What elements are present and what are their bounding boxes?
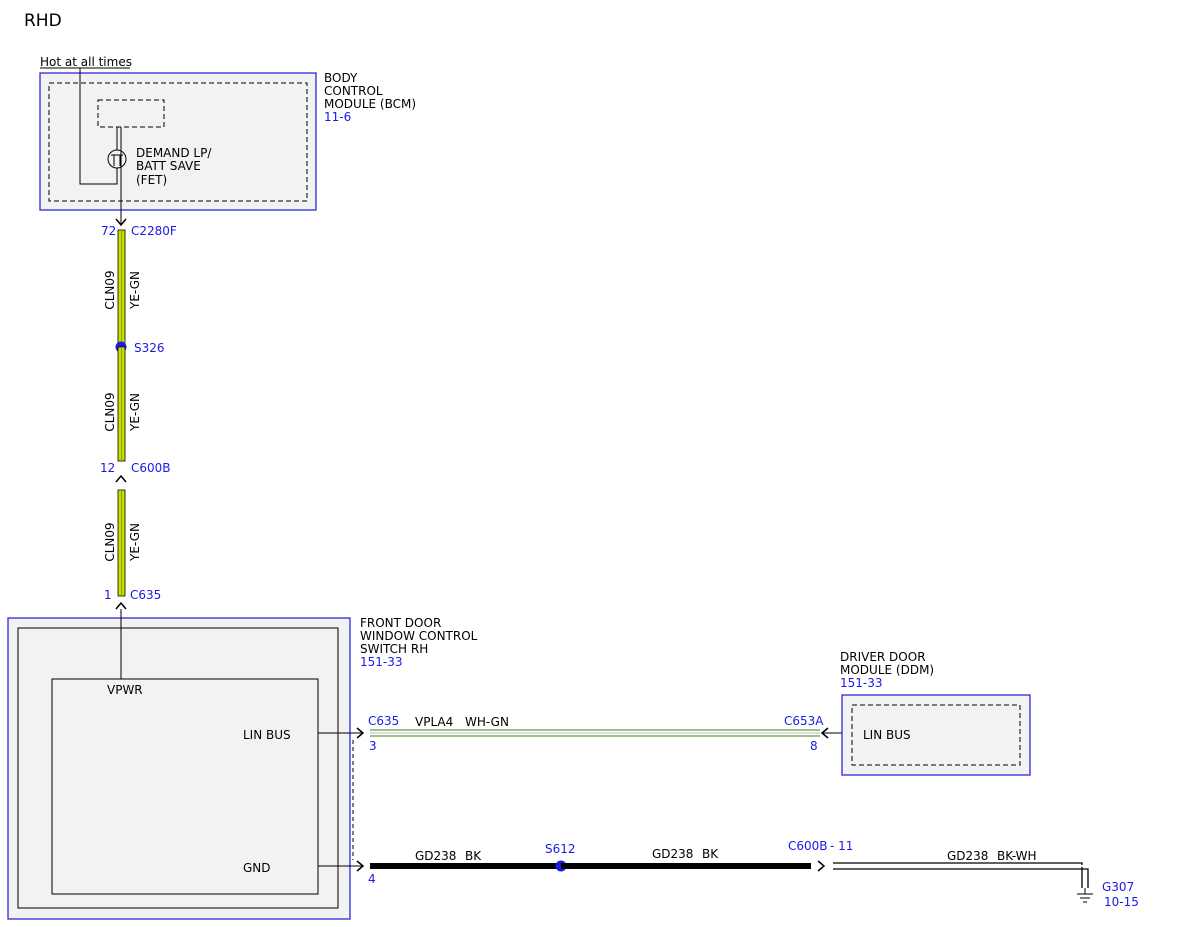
wire-cln09-seg2[interactable]: CLN09 YE-GN xyxy=(103,346,142,462)
c635-lin-pin: 3 xyxy=(369,739,377,753)
c2280f-name: C2280F xyxy=(131,224,177,238)
seg1-circuit: CLN09 xyxy=(103,270,117,309)
switch-inner-box xyxy=(17,627,339,909)
switch-name-3: SWITCH RH xyxy=(360,642,428,656)
switch-name-1: FRONT DOOR xyxy=(360,616,441,630)
bcm-outer-box xyxy=(39,72,317,211)
switch-name-2: WINDOW CONTROL xyxy=(360,629,478,643)
lin-color: WH-GN xyxy=(465,715,509,729)
c600b-gnd-name: C600B xyxy=(788,839,828,853)
gnd1-color: BK xyxy=(465,849,482,863)
g307-ref[interactable]: 10-15 xyxy=(1104,895,1139,909)
c635-gnd-pin: 4 xyxy=(368,872,376,886)
wire-cln09-seg1[interactable]: CLN09 YE-GN xyxy=(103,229,142,348)
connector-arrow-icon xyxy=(115,601,127,610)
c600b-top-pin: 12 xyxy=(100,461,115,475)
switch-lin-bus-label: LIN BUS xyxy=(243,728,291,742)
bcm-logic-block xyxy=(97,99,165,128)
connector-arrow-icon xyxy=(115,218,127,227)
seg3-circuit: CLN09 xyxy=(103,522,117,561)
connector-c635-gnd[interactable]: 4 xyxy=(356,860,376,886)
wire-vpla4-lin[interactable]: VPLA4 WH-GN xyxy=(370,715,820,737)
connector-c2280f[interactable]: 72 C2280F xyxy=(101,218,177,238)
ddm-name-1: DRIVER DOOR xyxy=(840,650,926,664)
wire-gd238-gnd3[interactable]: GD238 BK-WH xyxy=(833,849,1089,888)
s326-label: S326 xyxy=(134,341,165,355)
wire-gd238-gnd2[interactable]: GD238 BK xyxy=(561,847,811,869)
connector-arrow-icon xyxy=(356,727,365,739)
gnd3-color: BK-WH xyxy=(997,849,1037,863)
ddm-name-2: MODULE (DDM) xyxy=(840,663,934,677)
gnd3-circuit: GD238 xyxy=(947,849,988,863)
c635-lin-name: C635 xyxy=(368,714,399,728)
c653a-pin: 8 xyxy=(810,739,818,753)
ground-g307[interactable]: G307 10-15 xyxy=(1077,880,1139,909)
wire-gd238-gnd1[interactable]: GD238 BK xyxy=(370,849,561,869)
connector-c600b-gnd[interactable]: C600B - 11 xyxy=(788,839,853,872)
connector-arrow-icon xyxy=(115,474,127,483)
switch-gnd-label: GND xyxy=(243,861,271,875)
c653a-name: C653A xyxy=(784,714,824,728)
seg1-color: YE-GN xyxy=(128,271,142,310)
c635-top-name: C635 xyxy=(130,588,161,602)
gnd2-color: BK xyxy=(702,847,719,861)
connector-c600b-top[interactable]: 12 C600B xyxy=(100,461,171,483)
connector-arrow-icon xyxy=(356,860,365,872)
gnd1-circuit: GD238 xyxy=(415,849,456,863)
ddm-outer-box xyxy=(841,694,1031,776)
connector-c635-lin[interactable]: C635 3 xyxy=(356,714,399,753)
ddm-ref[interactable]: 151-33 xyxy=(840,676,883,690)
bcm-inner-dashed-box xyxy=(48,82,308,202)
bcm-name-3: MODULE (BCM) xyxy=(324,97,416,111)
ddm-inner-dashed-box xyxy=(851,704,1021,766)
seg3-color: YE-GN xyxy=(128,523,142,562)
seg2-color: YE-GN xyxy=(128,393,142,432)
bcm-ref[interactable]: 11-6 xyxy=(324,110,351,124)
fet-label-1: DEMAND LP/ xyxy=(136,146,212,160)
s612-label: S612 xyxy=(545,842,576,856)
connector-c635-top[interactable]: 1 C635 xyxy=(104,588,161,610)
body-control-module[interactable]: Hot at all times DEMAND LP/ BATT SAVE (F… xyxy=(39,55,416,224)
c2280f-pin: 72 xyxy=(101,224,116,238)
switch-ref[interactable]: 151-33 xyxy=(360,655,403,669)
wire-cln09-seg3[interactable]: CLN09 YE-GN xyxy=(103,489,142,597)
c635-top-pin: 1 xyxy=(104,588,112,602)
gnd2-circuit: GD238 xyxy=(652,847,693,861)
page-title: RHD xyxy=(24,11,62,31)
c600b-top-name: C600B xyxy=(131,461,171,475)
seg2-circuit: CLN09 xyxy=(103,392,117,431)
ground-icon xyxy=(1077,888,1093,903)
bcm-name-2: CONTROL xyxy=(324,84,383,98)
switch-vpwr-label: VPWR xyxy=(107,683,143,697)
switch-circuit-box xyxy=(51,678,319,895)
fet-label-3: (FET) xyxy=(136,173,167,187)
ddm-lin-bus-label: LIN BUS xyxy=(863,728,911,742)
lin-circuit: VPLA4 xyxy=(415,715,453,729)
c600b-gnd-pin: - 11 xyxy=(830,839,853,853)
front-door-window-control-switch[interactable]: VPWR LIN BUS GND FRONT DOOR WINDOW CONTR… xyxy=(7,609,478,920)
g307-name: G307 xyxy=(1102,880,1134,894)
bcm-name-1: BODY xyxy=(324,71,358,85)
driver-door-module[interactable]: LIN BUS DRIVER DOOR MODULE (DDM) 151-33 xyxy=(822,650,1031,776)
power-note: Hot at all times xyxy=(40,55,132,69)
connector-arrow-icon xyxy=(817,860,826,872)
fet-label-2: BATT SAVE xyxy=(136,159,201,173)
